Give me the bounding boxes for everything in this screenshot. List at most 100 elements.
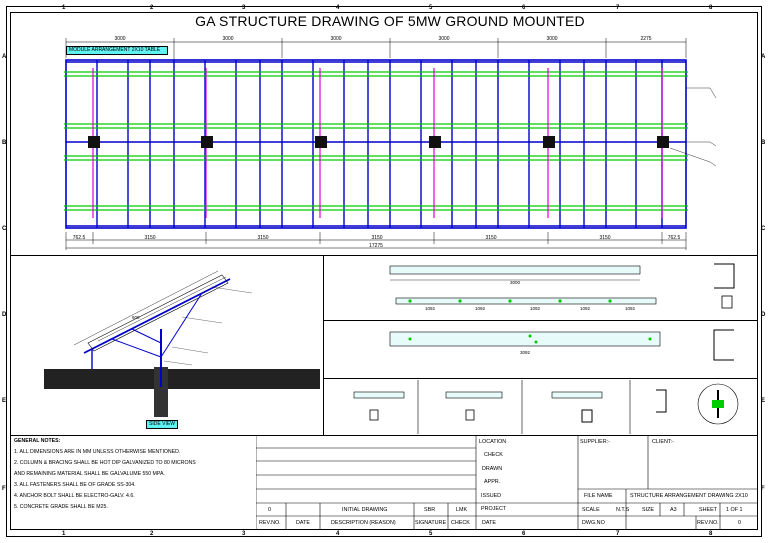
tick-right-a: A: [761, 54, 766, 60]
tick-top-7: 7: [616, 5, 620, 11]
tb-appr-label: APPR.: [484, 479, 501, 485]
tick-bottom-2: 2: [150, 531, 154, 537]
plan-top-dim-1: 3000: [114, 36, 125, 42]
rafter-section-icon: [713, 329, 734, 361]
divider-side: [323, 255, 324, 435]
tb-scale: N.T.S: [616, 507, 630, 513]
plan-top-dim-3: 3000: [330, 36, 341, 42]
tb-size-label: SIZE: [642, 507, 654, 513]
plan-bottom-dim-7: 762.5: [668, 235, 681, 241]
tb-rev-no: 0: [738, 520, 741, 526]
tb-header-rev: REV.NO.: [259, 520, 281, 526]
tb-rev-row-check: LMK: [456, 507, 468, 513]
tick-top-8: 8: [709, 5, 713, 11]
tb-client-label: CLIENT:-: [652, 439, 674, 445]
tick-top-4: 4: [336, 5, 340, 11]
tb-header-check: CHECK: [451, 520, 470, 526]
purlin-section-icon: [714, 263, 735, 309]
tick-bottom-6: 6: [522, 531, 526, 537]
plan-top-dim-5: 3000: [546, 36, 557, 42]
tb-header-signature: SIGNATURE: [415, 520, 447, 526]
tick-bottom-7: 7: [616, 531, 620, 537]
tb-sheet: 1 OF 1: [726, 507, 743, 513]
tick-left-e: E: [2, 398, 7, 404]
plan-top-dim-4: 3000: [438, 36, 449, 42]
module-arrangement-label: MODULE ARRANGEMENT 2X10 TABLE: [66, 46, 168, 55]
plan-total-dim: 17275: [369, 243, 383, 249]
side-view-label: SIDE VIEW: [146, 420, 178, 429]
purlin2-dim-1: 1092: [425, 306, 436, 311]
plan-bottom-dim-2: 3150: [144, 235, 155, 241]
tick-left-a: A: [2, 54, 7, 60]
tick-top-3: 3: [242, 5, 246, 11]
tb-file-name: STRUCTURE ARRANGEMENT DRAWING 2X10: [630, 493, 748, 499]
divider-notes: [10, 435, 758, 436]
tb-scale-label: SCALE: [582, 507, 600, 513]
divider-detail-1: [323, 320, 758, 321]
tick-bottom-3: 3: [242, 531, 246, 537]
tb-header-description: DESCRIPTION (REASON): [331, 520, 396, 526]
plan-bottom-dim-6: 3150: [599, 235, 610, 241]
tb-check-label: CHECK: [484, 452, 503, 458]
tb-size: A3: [670, 507, 677, 513]
tick-top-5: 5: [429, 5, 433, 11]
tb-project-label: PROJECT: [481, 506, 507, 512]
side-brace-dim: 600: [132, 315, 140, 320]
tb-location-label: LOCATION: [479, 439, 507, 445]
plan-bottom-dim-5: 3150: [485, 235, 496, 241]
tb-header-date: DATE: [296, 520, 310, 526]
tick-top-1: 1: [62, 5, 66, 11]
plan-top-dim-6: 2275: [640, 36, 651, 42]
drawing-title: GA STRUCTURE DRAWING OF 5MW GROUND MOUNT…: [195, 13, 585, 29]
side-view: 600: [44, 270, 320, 417]
purlin1-dim: 3000: [510, 280, 521, 285]
tick-left-c: C: [2, 226, 7, 232]
tick-bottom-1: 1: [62, 531, 66, 537]
divider-detail-2: [323, 378, 758, 379]
rafter-detail: 3092: [389, 331, 661, 355]
plan-bottom-dim-4: 3150: [371, 235, 382, 241]
tick-left-f: F: [2, 486, 6, 492]
purlin2-dim-4: 1092: [580, 306, 591, 311]
note-1: 1. ALL DIMENSIONS ARE IN MM UNLESS OTHER…: [14, 449, 181, 455]
plan-view: 3000 3000 3000 3000 3000 2275: [64, 36, 717, 250]
tick-right-f: F: [761, 486, 765, 492]
tb-sheet-label: SHEET: [699, 507, 717, 513]
title-block-grid: [256, 435, 758, 530]
note-4: 4. ANCHOR BOLT SHALL BE ELECTRO-GALV. 4.…: [14, 493, 135, 499]
tb-supplier-label: SUPPLIER:-: [580, 439, 610, 445]
tick-bottom-8: 8: [709, 531, 713, 537]
tick-top-6: 6: [522, 5, 526, 11]
purlin2-dim-3: 1092: [530, 306, 541, 311]
general-notes: GENERAL NOTES: 1. ALL DIMENSIONS ARE IN …: [14, 438, 254, 515]
purlin-detail-1: 3000 1092 1092 1092 1092 1092: [389, 265, 657, 311]
tb-rev-row-signature: SBR: [424, 507, 436, 513]
tb-issued-label: ISSUED: [481, 493, 502, 499]
tb-rev-row-description: INITIAL DRAWING: [342, 507, 388, 513]
plan-top-dim-2: 3000: [222, 36, 233, 42]
bracket-details: [353, 380, 739, 434]
drawing-border-inner: [10, 12, 758, 530]
tick-left-d: D: [2, 312, 7, 318]
tick-bottom-5: 5: [429, 531, 433, 537]
tick-right-c: C: [761, 226, 766, 232]
tick-right-e: E: [761, 398, 766, 404]
tick-bottom-4: 4: [336, 531, 340, 537]
tb-rev-no-label: REV.NO.: [697, 520, 719, 526]
tb-rev-row-rev: 0: [268, 507, 271, 513]
drawing-border-outer: [6, 6, 762, 537]
note-2: 2. COLUMN & BRACING SHALL BE HOT DIP GAL…: [14, 460, 196, 466]
general-notes-title: GENERAL NOTES:: [14, 438, 61, 444]
plan-bottom-dim-1: 762.5: [73, 235, 86, 241]
divider-plan: [10, 255, 758, 256]
tick-left-b: B: [2, 140, 7, 146]
tb-file-name-label: FILE NAME: [584, 493, 613, 499]
plan-bottom-dim-3: 3150: [257, 235, 268, 241]
purlin2-dim-2: 1092: [475, 306, 486, 311]
tb-drawn-label: DRAWN: [482, 466, 503, 472]
note-5: 5. CONCRETE GRADE SHALL BE M25.: [14, 504, 108, 510]
purlin2-dim-5: 1092: [625, 306, 636, 311]
rafter-dim: 3092: [520, 350, 531, 355]
tb-dwg-no-label: DWG.NO: [582, 520, 605, 526]
tick-right-d: D: [761, 312, 766, 318]
